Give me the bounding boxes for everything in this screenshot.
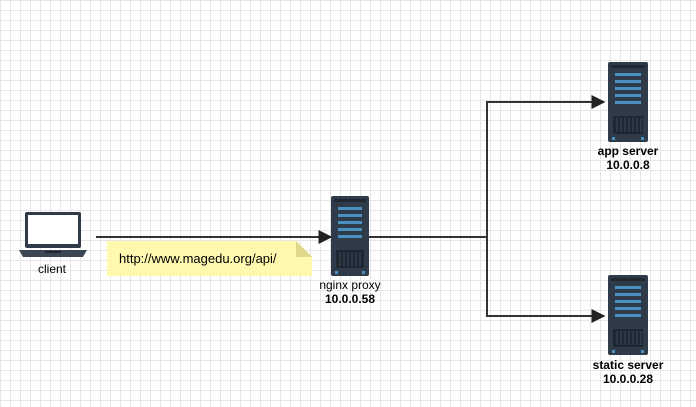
app-name: app server bbox=[597, 144, 659, 158]
server-icon bbox=[331, 196, 369, 276]
proxy-name: nginx proxy bbox=[319, 278, 381, 292]
proxy-label: nginx proxy 10.0.0.58 bbox=[300, 278, 400, 306]
proxy-ip: 10.0.0.58 bbox=[324, 292, 376, 306]
static-label: static server 10.0.0.28 bbox=[568, 358, 688, 386]
client-label: client bbox=[16, 262, 88, 276]
static-name: static server bbox=[592, 358, 664, 372]
app-server-node[interactable] bbox=[608, 62, 648, 147]
app-label: app server 10.0.0.8 bbox=[578, 144, 678, 172]
edge-proxy-static bbox=[486, 237, 606, 323]
static-server-node[interactable] bbox=[608, 275, 648, 360]
laptop-icon bbox=[19, 212, 87, 257]
app-ip: 10.0.0.8 bbox=[606, 158, 650, 172]
url-note: http://www.magedu.org/api/ bbox=[107, 241, 312, 276]
note-shape bbox=[107, 241, 312, 276]
static-ip: 10.0.0.28 bbox=[602, 372, 654, 386]
proxy-server-node[interactable] bbox=[331, 196, 369, 281]
server-icon bbox=[608, 275, 648, 355]
client-name: client bbox=[37, 262, 66, 276]
edge-proxy-app bbox=[486, 95, 606, 237]
client-node[interactable] bbox=[16, 210, 88, 267]
note-text: http://www.magedu.org/api/ bbox=[119, 251, 277, 266]
server-icon bbox=[608, 62, 648, 142]
